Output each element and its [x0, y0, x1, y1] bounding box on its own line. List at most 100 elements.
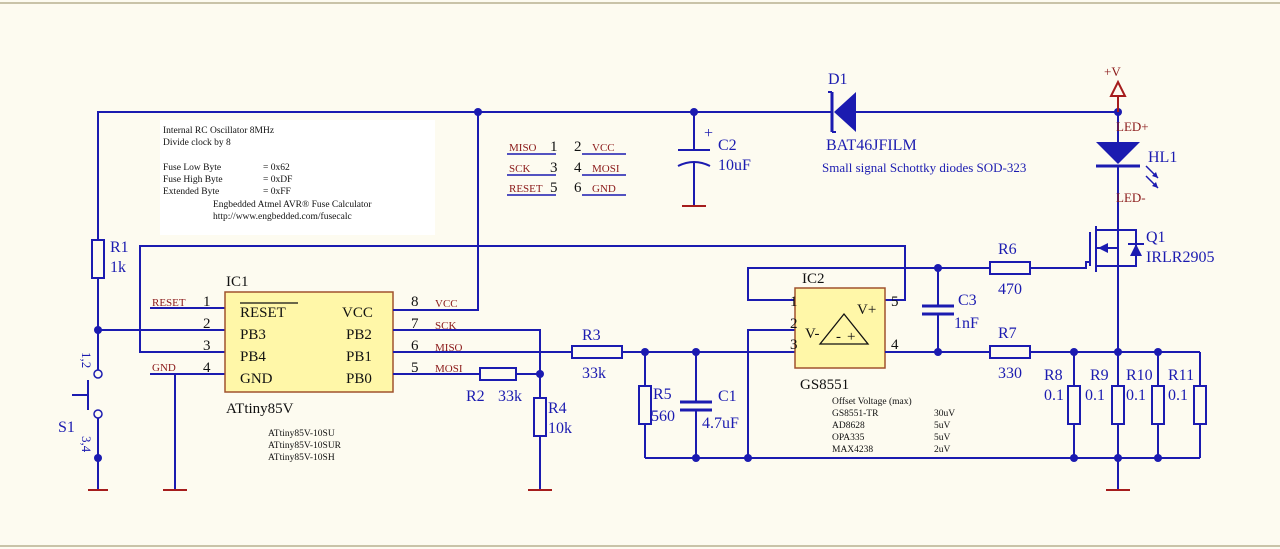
c3-value: 1nF: [954, 315, 979, 332]
ext-byte-label: Extended Byte: [163, 187, 219, 197]
c2-polarity: +: [704, 125, 713, 142]
ic1: IC1 ATtiny85V 1 2 3 4 RESET PB3 PB4 GND …: [152, 274, 463, 463]
ground-bus: [645, 454, 1200, 491]
capacitor-c2: + C2 10uF: [677, 112, 751, 207]
resistor-r2: R2 33k: [466, 367, 522, 405]
isp-right-pin-3: 6: [574, 180, 582, 196]
isp-right-pin-2: 4: [574, 160, 582, 176]
ic1-pin2-name: PB3: [240, 327, 266, 343]
ic1-pin1-name: RESET: [240, 305, 286, 321]
isp-left-net-1: MISO: [509, 142, 537, 154]
ic2-offset-part-3: OPA335: [832, 433, 865, 443]
ic1-pin8-num: 8: [411, 294, 419, 310]
ic2-offset-part-4: MAX4238: [832, 445, 873, 455]
capacitor-c1: C1 4.7uF: [680, 352, 739, 458]
calc-note-line2: http://www.engbedded.com/fusecalc: [213, 211, 352, 222]
r2-value: 33k: [498, 388, 522, 405]
isp-left-pin-3: 5: [550, 180, 558, 196]
ic2: V- V+ - + 1 2 3 5 4 IC2 GS8551 Offset Vo…: [747, 267, 990, 458]
ext-byte-value: = 0xFF: [263, 187, 291, 197]
fuse-low-label: Fuse Low Byte: [163, 163, 221, 173]
ic1-variant-1: ATtiny85V-10SU: [268, 429, 335, 439]
ic1-pin1-num: 1: [203, 294, 211, 310]
c3-name: C3: [958, 292, 977, 309]
ic2-offset-part-2: AD8628: [832, 421, 865, 431]
c1-name: C1: [718, 388, 737, 405]
ic2-part: GS8551: [800, 377, 849, 393]
ic2-minus-symbol: -: [836, 329, 841, 345]
resistor-r6: R6 470: [989, 241, 1040, 298]
q1-part: IRLR2905: [1146, 249, 1214, 266]
ic1-pin5-num: 5: [411, 360, 419, 376]
ic2-offset-val-4: 2uV: [934, 445, 951, 455]
ic2-pin2: 2: [790, 316, 798, 332]
isp-left-pin-2: 3: [550, 160, 558, 176]
d1-desc: Small signal Schottky diodes SOD-323: [822, 160, 1026, 175]
ic2-pin1: 1: [790, 294, 798, 310]
r2-name: R2: [466, 388, 485, 405]
shunt-resistors: R8 0.1 R9 0.1 R10 0.1 R11 0.1: [1044, 352, 1207, 458]
r6-value: 470: [998, 281, 1022, 298]
r5-name: R5: [653, 386, 672, 403]
r8-value: 0.1: [1044, 387, 1064, 404]
led-hl1: LED+ LED- HL1: [1096, 112, 1177, 222]
d1-part: BAT46JFILM: [826, 137, 917, 154]
power-vplus: +V: [1104, 64, 1127, 112]
hl1-cathode-label: LED-: [1116, 190, 1146, 205]
calc-note-line1: Engbedded Atmel AVR® Fuse Calculator: [213, 199, 372, 210]
net-label-reset: RESET: [152, 297, 186, 309]
fuse-low-value: = 0x62: [263, 163, 290, 173]
ic1-pin3-name: PB4: [240, 349, 266, 365]
osc-note-line1: Internal RC Oscillator 8MHz: [163, 126, 274, 136]
r9-name: R9: [1090, 367, 1109, 384]
ic2-plus-symbol: +: [847, 329, 855, 345]
r1-value: 1k: [110, 259, 126, 276]
ic1-pin2-num: 2: [203, 316, 211, 332]
isp-right-net-1: VCC: [592, 142, 615, 154]
resistor-r3: R3 33k: [571, 327, 795, 382]
r7-name: R7: [998, 325, 1017, 342]
r11-name: R11: [1168, 367, 1194, 384]
ic2-pin4: 4: [891, 337, 899, 353]
r4-value: 10k: [548, 420, 572, 437]
mosfet-q1: Q1 IRLR2905: [1040, 222, 1214, 490]
r6-name: R6: [998, 241, 1017, 258]
ic1-name: IC1: [226, 274, 249, 290]
r7-value: 330: [998, 365, 1022, 382]
fuse-high-value: = 0xDF: [263, 175, 292, 185]
ic1-right-wires: [393, 309, 572, 398]
ic1-part: ATtiny85V: [226, 401, 294, 417]
ic2-pin3: 3: [790, 337, 798, 353]
hl1-anode-label: LED+: [1116, 119, 1149, 134]
ic2-name: IC2: [802, 271, 825, 287]
net-label-mosi: MOSI: [435, 363, 463, 375]
isp-header: MISO 1 2 VCC SCK 3 4 MOSI RESET 5 6 GND: [507, 139, 626, 196]
ic2-vplus-label: V+: [857, 302, 876, 318]
fuse-high-label: Fuse High Byte: [163, 175, 223, 185]
ic1-pin7-num: 7: [411, 316, 419, 332]
c2-name: C2: [718, 137, 737, 154]
r3-name: R3: [582, 327, 601, 344]
s1-pins-bottom: 3,4: [79, 436, 94, 453]
resistor-r4: R4 10k: [528, 397, 572, 491]
r10-name: R10: [1126, 367, 1153, 384]
ic1-pin4-num: 4: [203, 360, 211, 376]
s1-pins-top: 1,2: [79, 352, 94, 368]
isp-right-pin-1: 2: [574, 139, 582, 155]
ic1-pin7-name: PB2: [346, 327, 372, 343]
s1-name: S1: [58, 419, 75, 436]
ic1-pin3-num: 3: [203, 338, 211, 354]
r8-name: R8: [1044, 367, 1063, 384]
ic2-offset-val-3: 5uV: [934, 433, 951, 443]
vplus-label: +V: [1104, 64, 1121, 79]
ic1-variant-2: ATtiny85V-10SUR: [268, 441, 342, 451]
isp-left-net-2: SCK: [509, 163, 530, 175]
r4-name: R4: [548, 400, 567, 417]
resistor-r5: R5 560: [638, 352, 675, 458]
net-label-gnd: GND: [152, 362, 176, 374]
osc-note-line2: Divide clock by 8: [163, 138, 231, 148]
ic1-pin4-name: GND: [240, 371, 273, 387]
isp-left-pin-1: 1: [550, 139, 558, 155]
